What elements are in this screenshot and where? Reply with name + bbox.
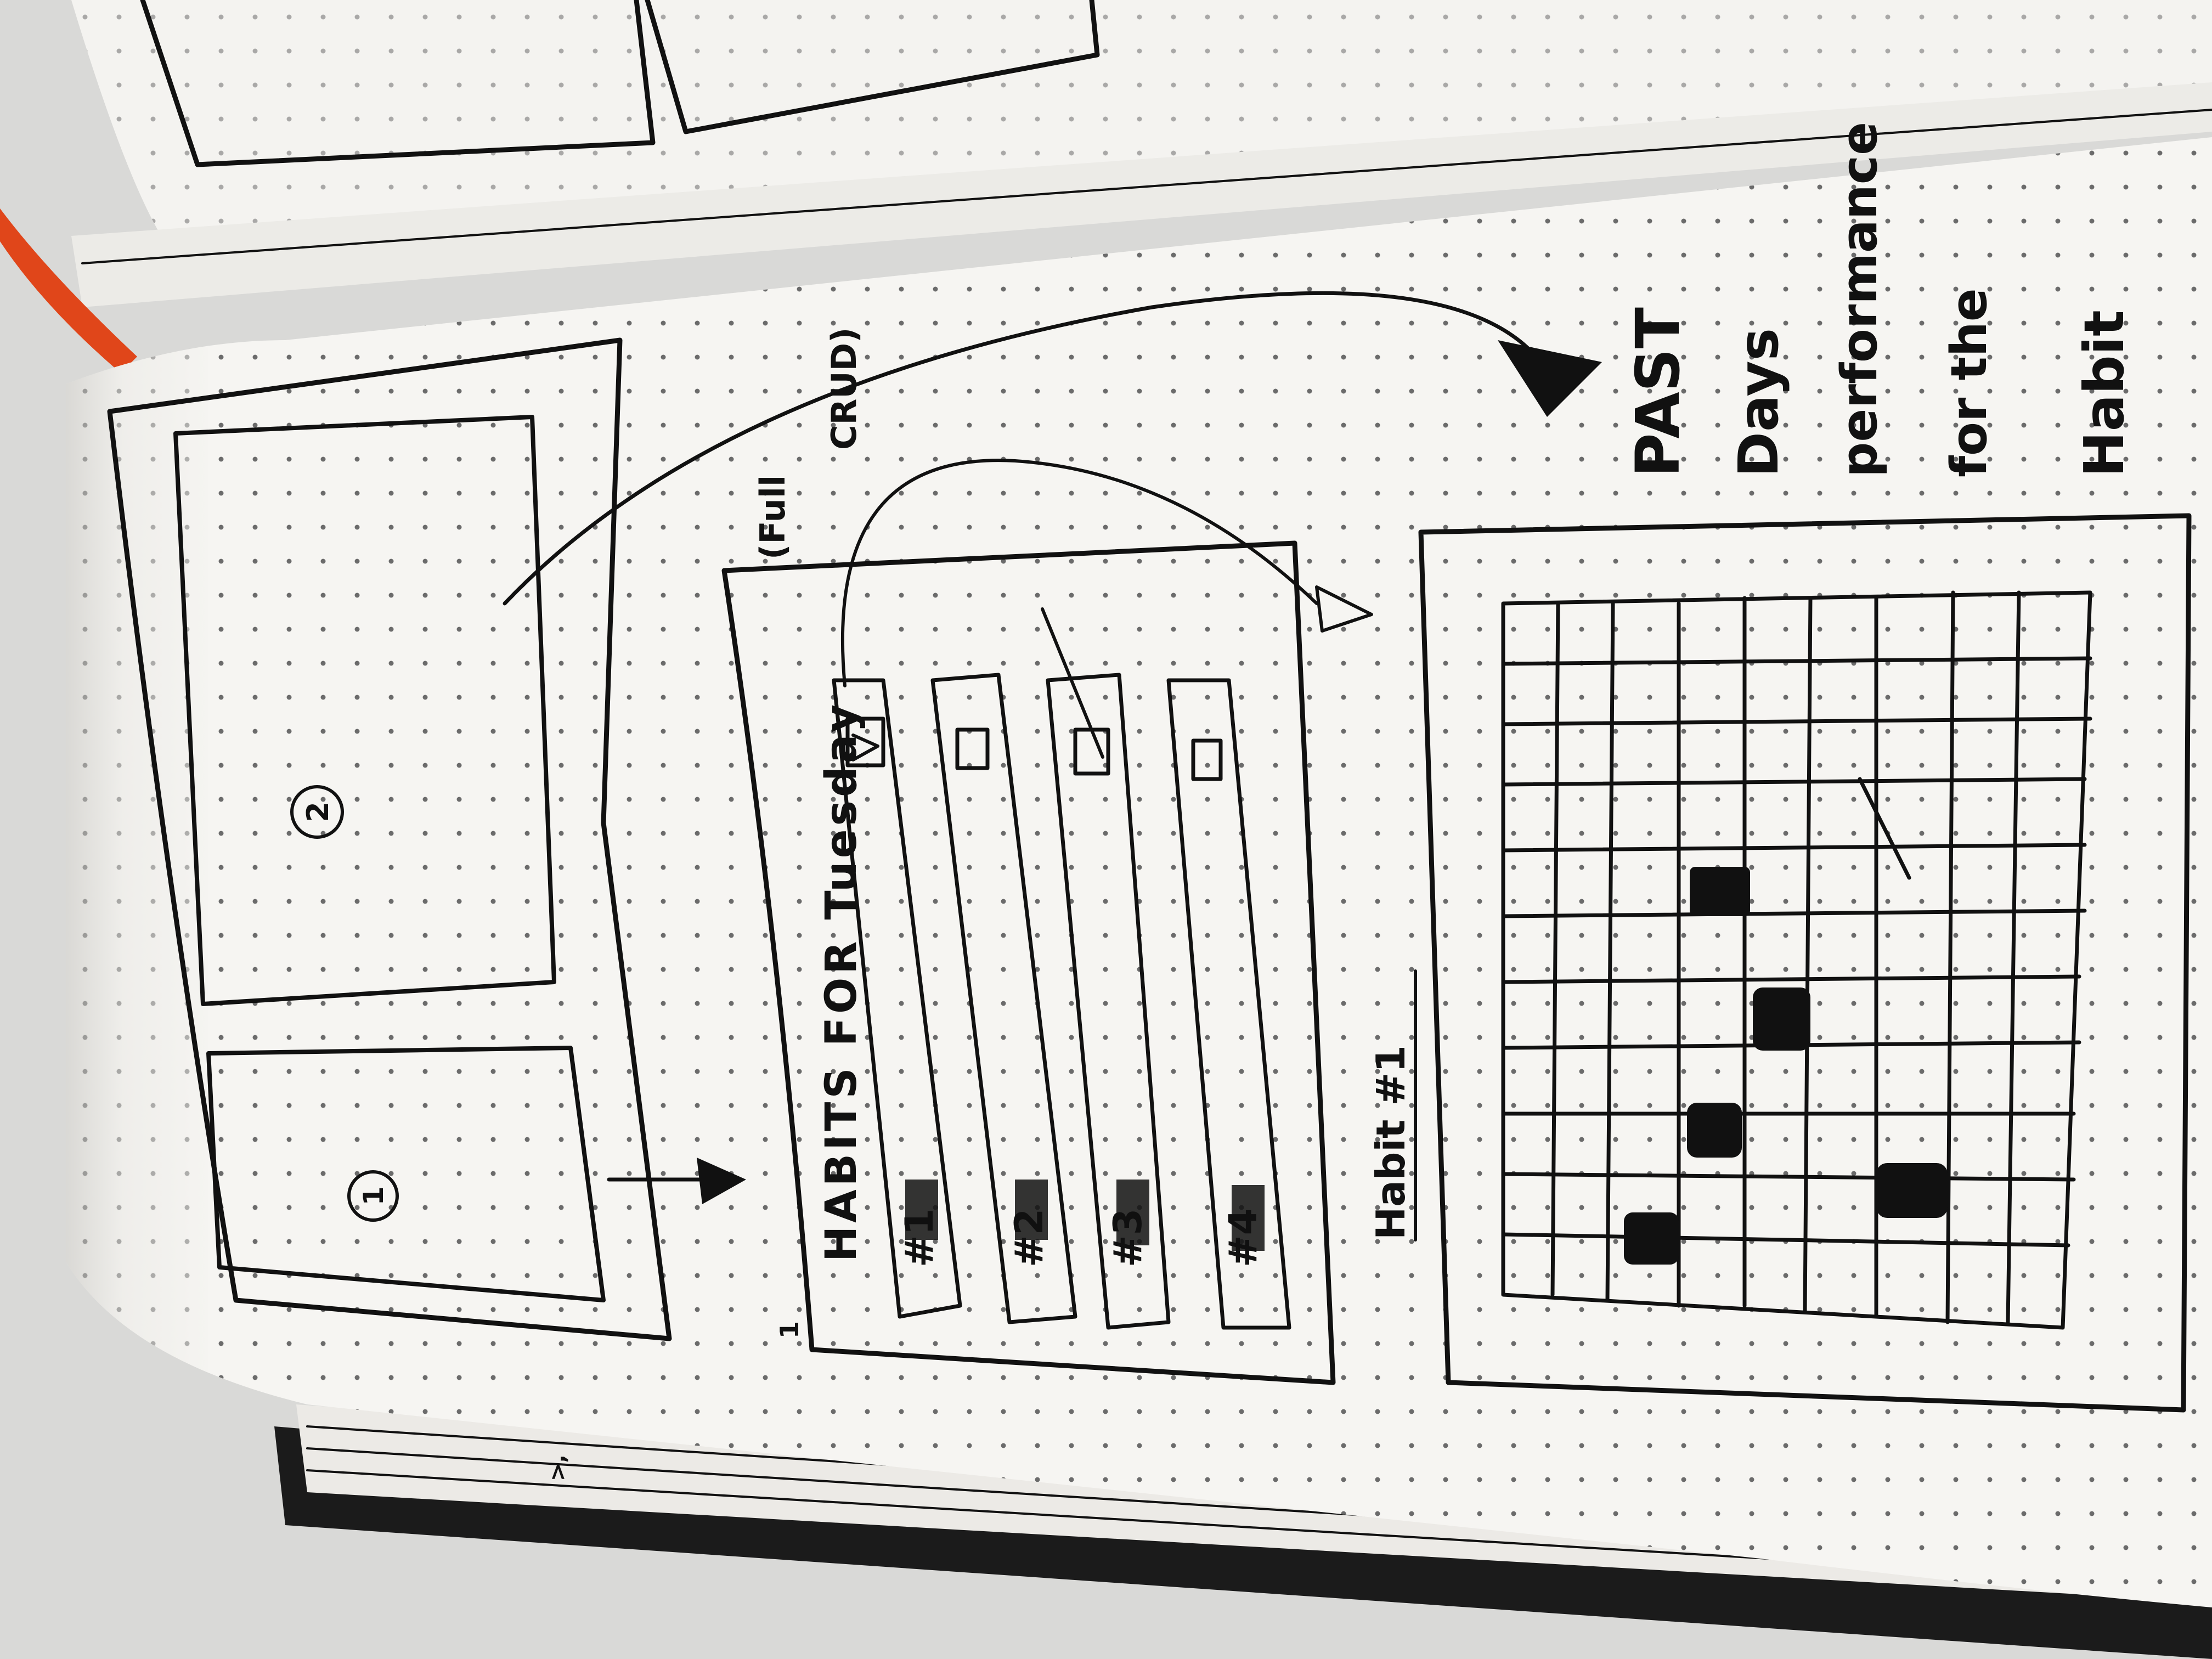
screen-1-label: 1	[358, 1187, 390, 1206]
page-fold-mark: >,	[545, 1454, 571, 1481]
panel-marker: 1	[775, 1321, 804, 1339]
habit-row[interactable]: #3	[1041, 607, 1171, 1330]
arrow-screen1-to-panel	[607, 1158, 746, 1204]
screen-2-frame: 2	[173, 415, 556, 1006]
habit-detail-panel: Habit #1	[1368, 513, 2192, 1413]
device-outline	[107, 337, 672, 1341]
history-note: PAST Days performance for the Habit	[1623, 122, 2136, 477]
screen-2-label: 2	[301, 802, 335, 822]
note-line-5: Habit	[2072, 310, 2136, 477]
detail-title: Habit #1	[1368, 1045, 1414, 1240]
screen-1-frame: 1	[206, 1046, 606, 1302]
note-line-4: for the	[1940, 288, 1998, 477]
history-grid	[1501, 590, 2092, 1330]
note-line-1: PAST	[1623, 307, 1693, 477]
habit-row[interactable]: #4	[1166, 678, 1291, 1330]
crud-note-line2: CRUD)	[824, 328, 864, 450]
habit-row[interactable]: #2	[930, 673, 1077, 1324]
habit-row[interactable]: #1	[832, 678, 962, 1319]
habits-panel: 1 HABITS FOR Tuesday (Full CRUD) #1 #2 #…	[721, 328, 1373, 1385]
panel-title: HABITS FOR Tuesday	[817, 701, 866, 1262]
bookmark-ribbon	[0, 208, 137, 373]
note-line-3: performance	[1831, 122, 1888, 477]
arrow-screen2-to-history	[503, 291, 1602, 606]
crud-note-line1: (Full	[753, 475, 793, 560]
history-filled-cells	[1624, 867, 1948, 1265]
note-line-2: Days	[1726, 328, 1791, 477]
